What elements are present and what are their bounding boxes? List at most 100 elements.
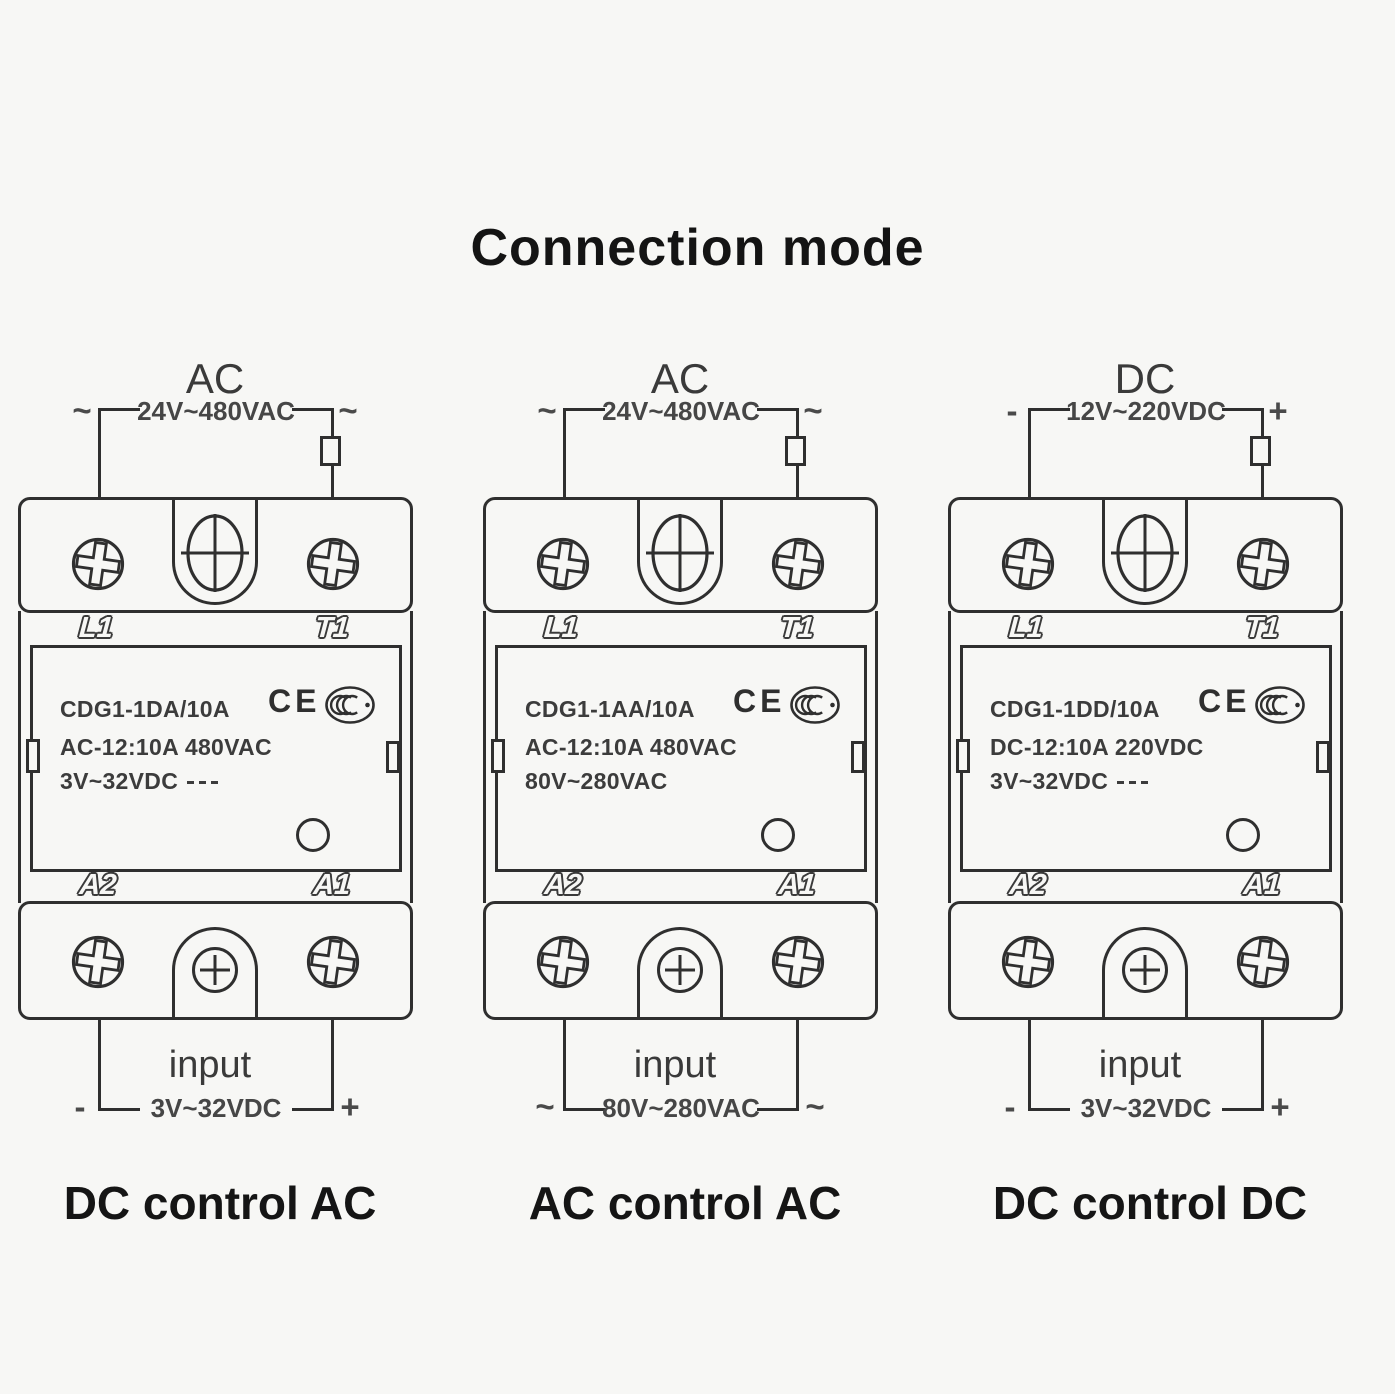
adjust-screw-icon	[657, 947, 703, 993]
mounting-dome	[1102, 927, 1188, 1017]
terminal-label-a2: A2	[78, 869, 118, 901]
rating-label: AC-12:10A 480VAC	[60, 734, 272, 760]
relay-diagram-2: AC ~ ~ 24V~480VAC L1 T1 CDG1-1AA/1	[465, 0, 930, 1394]
wire	[757, 408, 799, 411]
input-label: input	[633, 1044, 717, 1086]
input-label: input	[1098, 1044, 1182, 1086]
wire	[565, 1108, 605, 1111]
wire	[98, 408, 101, 500]
input-voltage-label: 3V~32VDC	[1080, 1093, 1212, 1123]
input-voltage-label: 3V~32VDC	[150, 1093, 282, 1123]
relay-diagram-3: DC - + 12V~220VDC L1 T1 CDG1-1DD/1	[930, 0, 1395, 1394]
terminal-label-t1: T1	[1243, 612, 1281, 644]
wire	[100, 1108, 140, 1111]
input-left-polarity: ~	[535, 1088, 555, 1125]
terminal-label-l1: L1	[1007, 612, 1045, 644]
phillips-screw-icon	[1001, 935, 1055, 989]
ccc-mark-icon	[325, 686, 375, 724]
wire	[1028, 1018, 1031, 1111]
wire	[292, 408, 334, 411]
diagram-caption: DC control AC	[63, 1177, 377, 1229]
relay-body-wall	[948, 611, 951, 903]
terminal-label-a2: A2	[1008, 869, 1048, 901]
oval-screw-icon	[1111, 514, 1179, 592]
phillips-screw-icon	[771, 935, 825, 989]
supply-type-label: DC	[1114, 355, 1176, 402]
wire	[563, 1018, 566, 1111]
ccc-mark-icon	[1255, 686, 1305, 724]
wire	[796, 1018, 799, 1111]
dc-symbol-icon	[187, 777, 222, 785]
supply-right-polarity: +	[1268, 392, 1288, 429]
ce-mark: CE	[733, 683, 786, 719]
relay-body-wall	[1340, 611, 1343, 903]
terminal-label-a2: A2	[543, 869, 583, 901]
phillips-screw-icon	[306, 935, 360, 989]
load-symbol	[320, 436, 341, 466]
supply-voltage-label: 12V~220VDC	[1066, 396, 1226, 426]
supply-right-polarity: ~	[338, 392, 358, 429]
dc-symbol-icon	[1117, 777, 1152, 785]
side-tab	[956, 739, 970, 773]
wire	[1030, 408, 1070, 411]
supply-voltage-label: 24V~480VAC	[137, 396, 295, 426]
relay-body-wall	[483, 611, 486, 903]
wire	[1030, 1108, 1070, 1111]
input-right-polarity: +	[1270, 1088, 1290, 1125]
wire	[563, 408, 566, 500]
diagram-caption: AC control AC	[528, 1177, 842, 1229]
phillips-screw-icon	[536, 537, 590, 591]
terminal-label-l1: L1	[542, 612, 580, 644]
adjust-screw-icon	[192, 947, 238, 993]
wire	[1222, 1108, 1264, 1111]
terminal-label-a1: A1	[777, 869, 817, 901]
side-tab	[26, 739, 40, 773]
phillips-screw-icon	[71, 537, 125, 591]
side-tab	[1316, 741, 1330, 773]
supply-type-label: AC	[185, 355, 245, 402]
input-voltage-label: 80V~280VAC	[602, 1093, 760, 1123]
wire	[757, 1108, 799, 1111]
nameplate	[30, 645, 402, 872]
oval-screw-icon	[181, 514, 249, 592]
ce-mark: CE	[268, 683, 321, 719]
supply-right-polarity: ~	[803, 392, 823, 429]
input-label: input	[168, 1044, 252, 1086]
relay-body-wall	[875, 611, 878, 903]
supply-left-polarity: ~	[72, 392, 92, 429]
input-left-polarity: -	[1004, 1088, 1016, 1125]
supply-left-polarity: ~	[537, 392, 557, 429]
adjust-screw-icon	[1122, 947, 1168, 993]
terminal-label-l1: L1	[77, 612, 115, 644]
wire	[565, 408, 605, 411]
terminal-label-a1: A1	[1242, 869, 1282, 901]
load-symbol	[1250, 436, 1271, 466]
model-label: CDG1-1DA/10A	[60, 696, 230, 722]
relay-body-wall	[18, 611, 21, 903]
side-tab	[386, 741, 400, 773]
wire	[100, 408, 140, 411]
phillips-screw-icon	[1236, 537, 1290, 591]
phillips-screw-icon	[1001, 537, 1055, 591]
wire	[292, 1108, 334, 1111]
supply-voltage-label: 24V~480VAC	[602, 396, 760, 426]
ccc-mark-icon	[790, 686, 840, 724]
led-indicator	[1226, 818, 1260, 852]
relay-diagram-1: AC ~ ~ 24V~480VAC L1 T1 CDG1-1DA/1	[0, 0, 465, 1394]
wire	[331, 1018, 334, 1111]
model-label: CDG1-1DD/10A	[990, 696, 1160, 722]
input-left-polarity: -	[74, 1088, 86, 1125]
led-indicator	[296, 818, 330, 852]
input-right-polarity: +	[340, 1088, 360, 1125]
relay-body-wall	[410, 611, 413, 903]
phillips-screw-icon	[306, 537, 360, 591]
supply-type-label: AC	[650, 355, 710, 402]
control-voltage-label: 3V~32VDC	[60, 768, 222, 795]
oval-screw-icon	[646, 514, 714, 592]
rating-label: DC-12:10A 220VDC	[990, 734, 1204, 760]
phillips-screw-icon	[71, 935, 125, 989]
led-indicator	[761, 818, 795, 852]
phillips-screw-icon	[536, 935, 590, 989]
control-voltage-label: 3V~32VDC	[990, 768, 1152, 795]
model-label: CDG1-1AA/10A	[525, 696, 695, 722]
